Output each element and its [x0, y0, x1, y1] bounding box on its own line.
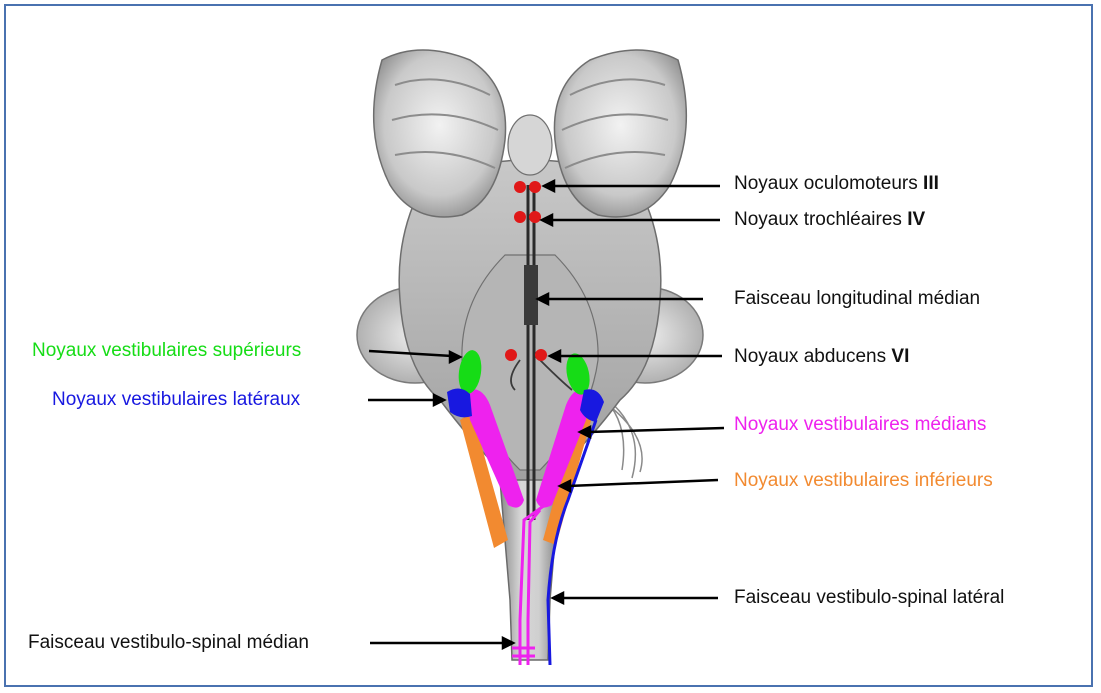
label-trochlear-text: Noyaux trochléaires	[734, 209, 907, 230]
label-abducens-text: Noyaux abducens	[734, 346, 891, 367]
label-lateral-vestibulospinal-tract: Faisceau vestibulo-spinal latéral	[734, 587, 1004, 609]
label-medial-vestibular-nuclei: Noyaux vestibulaires médians	[734, 414, 986, 436]
label-trochlear-nuclei: Noyaux trochléaires IV	[734, 209, 925, 231]
label-abducens-nuclei: Noyaux abducens VI	[734, 346, 909, 368]
trochlear-nucleus-right	[529, 211, 541, 223]
label-oculomotor-roman: III	[923, 173, 939, 194]
abducens-nucleus-right	[535, 349, 547, 361]
label-superior-vestibular-nuclei: Noyaux vestibulaires supérieurs	[32, 340, 301, 362]
label-oculomotor-text: Noyaux oculomoteurs	[734, 173, 923, 194]
label-mlf: Faisceau longitudinal médian	[734, 288, 980, 310]
oculomotor-nucleus-right	[529, 181, 541, 193]
oculomotor-nucleus-left	[514, 181, 526, 193]
abducens-nucleus-left	[505, 349, 517, 361]
label-inferior-vestibular-nuclei: Noyaux vestibulaires inférieurs	[734, 470, 993, 492]
label-lateral-vestibular-nuclei: Noyaux vestibulaires latéraux	[52, 389, 300, 411]
label-oculomotor-nuclei: Noyaux oculomoteurs III	[734, 173, 939, 195]
label-abducens-roman: VI	[891, 346, 909, 367]
trochlear-nucleus-left	[514, 211, 526, 223]
label-trochlear-roman: IV	[907, 209, 925, 230]
label-medial-vestibulospinal-tract: Faisceau vestibulo-spinal médian	[28, 632, 309, 654]
